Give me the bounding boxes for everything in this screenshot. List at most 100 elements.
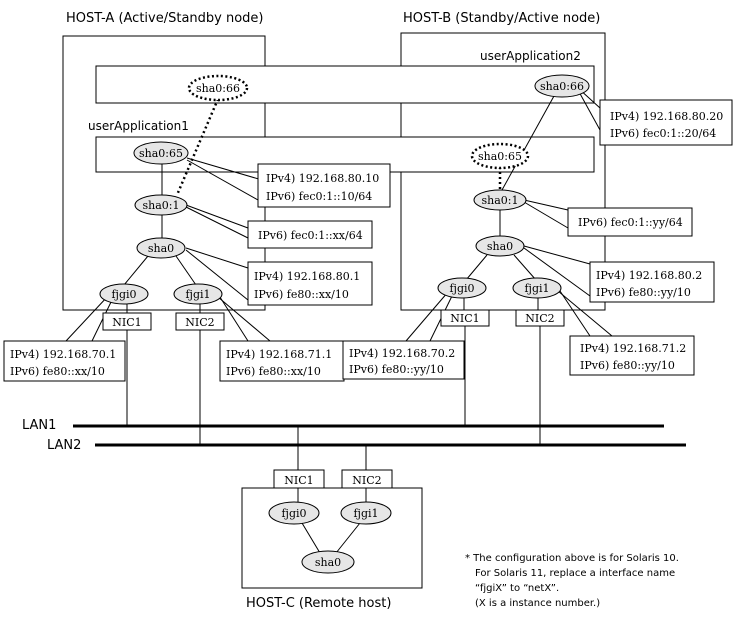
c-fjgi0-label: fjgi0 bbox=[281, 507, 306, 520]
b-sha065-label: sha0:65 bbox=[478, 150, 522, 163]
c-fjgi1-label: fjgi1 bbox=[353, 507, 378, 520]
a-sha065-ipv4: IPv4) 192.168.80.10 bbox=[266, 172, 379, 185]
a-fjgi0-node bbox=[99, 283, 149, 305]
b-nic2-box bbox=[515, 309, 565, 327]
footnote-line-1: * The configuration above is for Solaris… bbox=[465, 553, 679, 564]
b-sha01-callout-leader bbox=[523, 199, 569, 211]
a-sha01-callout-leader-2 bbox=[185, 206, 249, 239]
b-sha0-callout-leader-2 bbox=[523, 247, 591, 297]
b-sha0-label: sha0 bbox=[487, 240, 513, 253]
b-fjgi0-callout bbox=[342, 340, 465, 380]
b-sha066-callout bbox=[599, 99, 733, 146]
b-fjgi1-callout bbox=[569, 335, 695, 376]
b-nic1-box bbox=[440, 309, 490, 327]
b-fjgi1-ipv6: IPv6) fe80::yy/10 bbox=[580, 359, 675, 372]
b-fjgi1-label: fjgi1 bbox=[524, 282, 549, 295]
c-nic1-label: NIC1 bbox=[284, 474, 313, 487]
a-nic2-label: NIC2 bbox=[185, 316, 214, 329]
b-fjgi0-label: fjgi0 bbox=[449, 282, 474, 295]
c-nic1-box bbox=[273, 469, 325, 489]
b-fjgi1-ipv4: IPv4) 192.168.71.2 bbox=[580, 342, 686, 355]
c-sha0-node bbox=[301, 550, 355, 574]
a-fjgi1-node bbox=[173, 283, 223, 305]
a-fjgi1-ipv6: IPv6) fe80::xx/10 bbox=[226, 365, 321, 378]
footnote-line-4: (X is a instance number.) bbox=[475, 598, 600, 609]
c-fjgi1-node bbox=[340, 501, 392, 525]
c-nic2-box bbox=[341, 469, 393, 489]
a-sha01-ipv6: IPv6) fec0:1::xx/64 bbox=[258, 229, 363, 242]
c-fjgi0-to-sha0-link bbox=[301, 522, 321, 554]
a-sha01-callout-leader bbox=[185, 204, 249, 229]
a-fjgi0-label: fjgi0 bbox=[111, 288, 136, 301]
b-sha0-to-fjgi1-link bbox=[513, 254, 537, 281]
a-fjgi0-ipv6: IPv6) fe80::xx/10 bbox=[10, 365, 105, 378]
lan2-label: LAN2 bbox=[47, 438, 81, 453]
b-sha01-node bbox=[473, 189, 527, 211]
a-fjgi1-callout-leader-2 bbox=[217, 296, 271, 342]
b-fjgi0-callout-leader bbox=[405, 291, 449, 342]
a-fjgi1-callout bbox=[219, 340, 345, 382]
a-fjgi0-ipv4: IPv4) 192.168.70.1 bbox=[10, 348, 116, 361]
b-sha0-ipv6: IPv6) fe80::yy/10 bbox=[596, 286, 691, 299]
c-nic2-label: NIC2 bbox=[352, 474, 381, 487]
a-sha066-node bbox=[187, 74, 249, 102]
a-fjgi0-callout-leader bbox=[65, 295, 109, 342]
a-sha065-ipv6: IPv6) fec0:1::10/64 bbox=[266, 190, 372, 203]
b-sha0-callout-leader bbox=[523, 245, 591, 265]
c-fjgi0-node bbox=[268, 501, 320, 525]
b-sha066-ipv6: IPv6) fec0:1::20/64 bbox=[610, 127, 716, 140]
b-fjgi0-node bbox=[437, 277, 487, 299]
a-sha0-node bbox=[136, 237, 186, 259]
footnote-line-2: For Solaris 11, replace a interface name bbox=[475, 568, 675, 579]
b-sha01-ipv6: IPv6) fec0:1::yy/64 bbox=[578, 216, 683, 229]
user-application1-label: userApplication1 bbox=[88, 119, 189, 133]
user-application2-box bbox=[95, 65, 595, 104]
a-sha0-callout bbox=[247, 261, 373, 306]
b-sha066-node bbox=[534, 74, 590, 98]
a-fjgi0-callout-leader-2 bbox=[91, 299, 113, 342]
a-sha066-label: sha0:66 bbox=[196, 82, 240, 95]
a-nic2-box bbox=[175, 312, 225, 331]
user-application2-label: userApplication2 bbox=[480, 49, 581, 63]
host-b-title: HOST-B (Standby/Active node) bbox=[403, 11, 600, 26]
host-a-title: HOST-A (Active/Standby node) bbox=[66, 11, 264, 26]
b-sha066-callout-leader-2 bbox=[577, 89, 601, 131]
a-nic1-label: NIC1 bbox=[112, 316, 141, 329]
b-sha0-ipv4: IPv4) 192.168.80.2 bbox=[596, 269, 702, 282]
a-sha0-to-fjgi0-link bbox=[123, 255, 149, 286]
b-sha065-node bbox=[470, 142, 530, 170]
b-fjgi0-ipv6: IPv6) fe80::yy/10 bbox=[349, 363, 444, 376]
a-sha0-ipv4: IPv4) 192.168.80.1 bbox=[254, 270, 360, 283]
a-sha0-callout-leader-2 bbox=[185, 249, 249, 301]
b-sha01-callout-leader-2 bbox=[523, 201, 569, 229]
a-sha065-callout-leader-2 bbox=[186, 159, 259, 201]
b-sha01-callout bbox=[567, 207, 693, 237]
b-sha066-ipv4: IPv4) 192.168.80.20 bbox=[610, 110, 723, 123]
a-sha066-to-sha01-link bbox=[175, 98, 220, 196]
footnote-line-3: “fjgiX” to “netX”. bbox=[475, 583, 559, 594]
a-sha065-label: sha0:65 bbox=[139, 147, 183, 160]
a-sha0-callout-leader bbox=[185, 247, 249, 269]
a-sha065-callout-leader bbox=[186, 157, 263, 181]
lan1-label: LAN1 bbox=[22, 418, 56, 433]
b-sha01-label: sha0:1 bbox=[482, 194, 519, 207]
a-fjgi1-label: fjgi1 bbox=[185, 288, 210, 301]
a-fjgi0-callout bbox=[3, 340, 126, 382]
b-fjgi1-node bbox=[512, 277, 562, 299]
a-sha0-ipv6: IPv6) fe80::xx/10 bbox=[254, 288, 349, 301]
a-sha065-callout bbox=[257, 163, 391, 208]
b-sha0-node bbox=[475, 235, 525, 257]
host-c-box bbox=[241, 487, 423, 589]
a-sha0-label: sha0 bbox=[148, 242, 174, 255]
b-nic2-label: NIC2 bbox=[525, 312, 554, 325]
b-fjgi1-callout-leader-2 bbox=[557, 290, 613, 337]
b-sha0-callout bbox=[589, 261, 715, 303]
b-fjgi0-ipv4: IPv4) 192.168.70.2 bbox=[349, 347, 455, 360]
b-sha0-to-fjgi0-link bbox=[465, 254, 488, 281]
a-sha01-node bbox=[134, 194, 188, 216]
b-sha066-label: sha0:66 bbox=[540, 80, 584, 93]
b-sha066-to-sha01-link bbox=[501, 95, 555, 191]
b-nic1-label: NIC1 bbox=[450, 312, 479, 325]
